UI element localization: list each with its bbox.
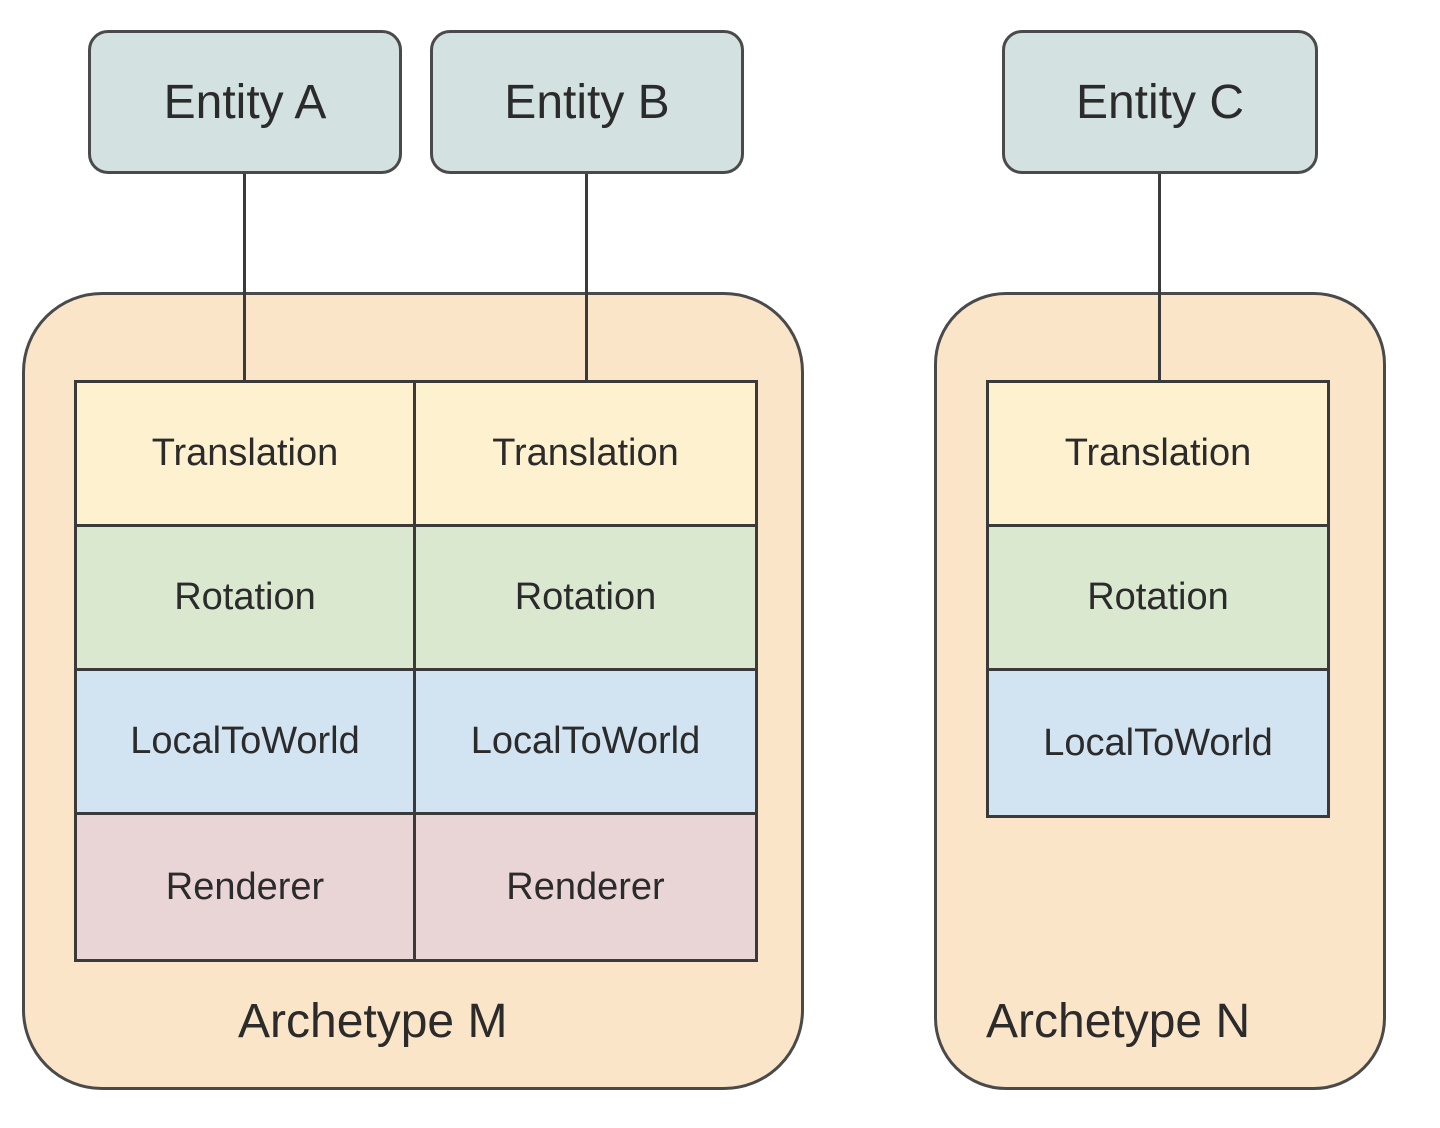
component-translation: Translation <box>989 383 1327 527</box>
archetype-n-label: Archetype N <box>986 995 1251 1048</box>
component-rotation: Rotation <box>416 527 755 671</box>
archetype-m-column-entity-b: Translation Rotation LocalToWorld Render… <box>416 380 758 962</box>
entity-c-box: Entity C <box>1002 30 1318 174</box>
archetype-m-label: Archetype M <box>238 995 508 1048</box>
component-localtoworld: LocalToWorld <box>416 671 755 815</box>
component-rotation: Rotation <box>77 527 413 671</box>
entity-b-box: Entity B <box>430 30 744 174</box>
component-translation: Translation <box>77 383 413 527</box>
connector-entity-c <box>1158 174 1161 380</box>
component-renderer: Renderer <box>416 815 755 959</box>
connector-entity-b <box>585 174 588 380</box>
component-localtoworld: LocalToWorld <box>77 671 413 815</box>
archetype-n-column-entity-c: Translation Rotation LocalToWorld <box>986 380 1330 818</box>
component-translation: Translation <box>416 383 755 527</box>
component-localtoworld: LocalToWorld <box>989 671 1327 815</box>
connector-entity-a <box>243 174 246 380</box>
entity-a-box: Entity A <box>88 30 402 174</box>
entity-c-label: Entity C <box>1075 75 1245 129</box>
entity-a-label: Entity A <box>163 75 327 129</box>
component-rotation: Rotation <box>989 527 1327 671</box>
entity-b-label: Entity B <box>504 75 670 129</box>
component-renderer: Renderer <box>77 815 413 959</box>
archetype-m-column-entity-a: Translation Rotation LocalToWorld Render… <box>74 380 416 962</box>
